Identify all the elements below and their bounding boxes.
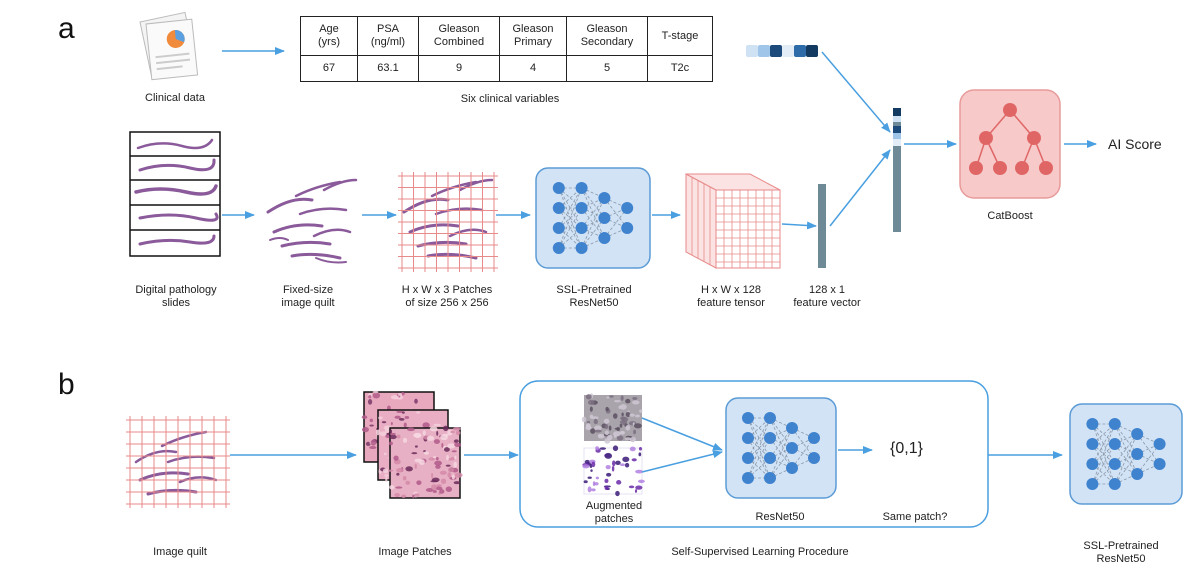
arrow-aug1-to-resnet [641, 417, 723, 451]
image-quilt-a [266, 178, 358, 264]
catboost-label: CatBoost [987, 210, 1033, 222]
catboost-tree [959, 89, 1061, 199]
arrow-clinical-vector-to-concat [821, 51, 891, 133]
ssl-procedure-label: Self-Supervised Learning Procedure [671, 546, 849, 558]
image-quilt-b-label: Image quilt [153, 546, 207, 558]
panel-a-letter: a [58, 12, 75, 45]
table-value-cell: 4 [499, 55, 567, 82]
table-header-cell: T-stage [647, 16, 713, 56]
table-value-cell: 9 [418, 55, 500, 82]
image-patches-stack [361, 390, 463, 499]
table-value-cell: 63.1 [357, 55, 419, 82]
resnet-network-b [725, 397, 837, 499]
image-quilt-b [126, 416, 230, 508]
clinical-feature-vector [746, 45, 818, 57]
table-value-cell: 67 [300, 55, 358, 82]
arrow-vector-to-concat [829, 149, 891, 227]
clinical-data-label: Clinical data [145, 92, 205, 104]
table-value-cell: T2c [647, 55, 713, 82]
pathology-slides-stack [129, 131, 221, 257]
augmented-patches [581, 393, 645, 497]
image-feature-vector [818, 184, 826, 268]
table-header-cell: Age(yrs) [300, 16, 358, 56]
concatenated-vector [893, 108, 901, 232]
table-caption: Six clinical variables [460, 93, 560, 105]
patch-grid-a [398, 172, 498, 272]
clinical-table-value-row: 67 63.1 9 4 5 T2c [300, 55, 713, 82]
table-value-cell: 5 [566, 55, 648, 82]
feature-tensor [685, 173, 781, 269]
same-patch-question: Same patch? [882, 511, 948, 523]
ai-score-label: AI Score [1108, 136, 1162, 152]
resnet-b-label: ResNet50 [755, 511, 805, 523]
image-patches-label: Image Patches [378, 546, 452, 558]
resnet-network-a [535, 167, 651, 269]
clinical-document-icon [139, 11, 199, 81]
ssl-procedure-box [519, 380, 989, 528]
arrow-tensor-to-vector [781, 221, 817, 230]
panel-b-letter: b [58, 368, 75, 401]
resnet-network-final [1069, 403, 1183, 505]
arrow-aug2-to-resnet [641, 450, 723, 473]
table-header-cell: PSA(ng/ml) [357, 16, 419, 56]
binary-output-label: {0,1} [890, 440, 923, 457]
